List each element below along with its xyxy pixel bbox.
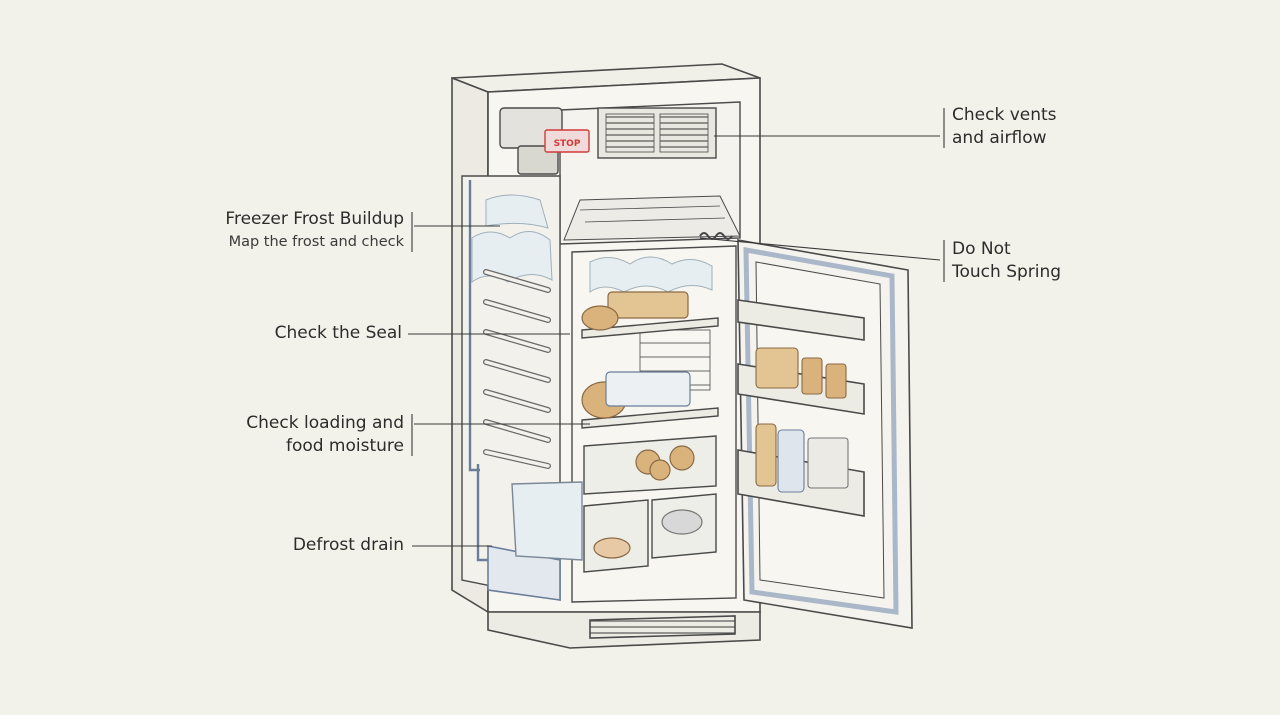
callout-seal: Check the Seal (275, 322, 402, 345)
callout-loading: Check loading and food moisture (246, 412, 404, 458)
callout-loading-line1: Check loading and (246, 413, 404, 433)
callout-frost-title: Freezer Frost Buildup (225, 209, 404, 229)
leader-lines (408, 108, 945, 547)
stop-tag (544, 129, 590, 153)
callout-drain: Defrost drain (293, 534, 404, 557)
stop-tag-text: STOP (554, 139, 581, 149)
fresh-food-compartment (511, 232, 737, 603)
door-spring (699, 232, 733, 240)
open-door (737, 239, 913, 629)
callout-loading-line2: food moisture (285, 436, 404, 456)
callout-vents: Check vents and airflow (952, 104, 1057, 150)
callout-spring-line1: Do Not (952, 239, 1011, 259)
callout-frost-subtitle: Map the frost and check (228, 234, 404, 250)
food-items (581, 291, 703, 559)
callout-drain-text: Defrost drain (292, 535, 404, 555)
callout-vents-line1: Check vents (952, 105, 1057, 125)
freezer-compartment (559, 101, 741, 245)
callout-frost: Freezer Frost Buildup Map the frost and … (225, 208, 404, 254)
callout-spring-line2: Touch Spring (952, 262, 1062, 282)
callout-spring: Do Not Touch Spring (952, 238, 1061, 284)
callout-vents-line2: and airflow (952, 128, 1047, 148)
door-items (755, 347, 849, 493)
leader-spring (699, 237, 941, 261)
callout-seal-text: Check the Seal (274, 323, 402, 343)
